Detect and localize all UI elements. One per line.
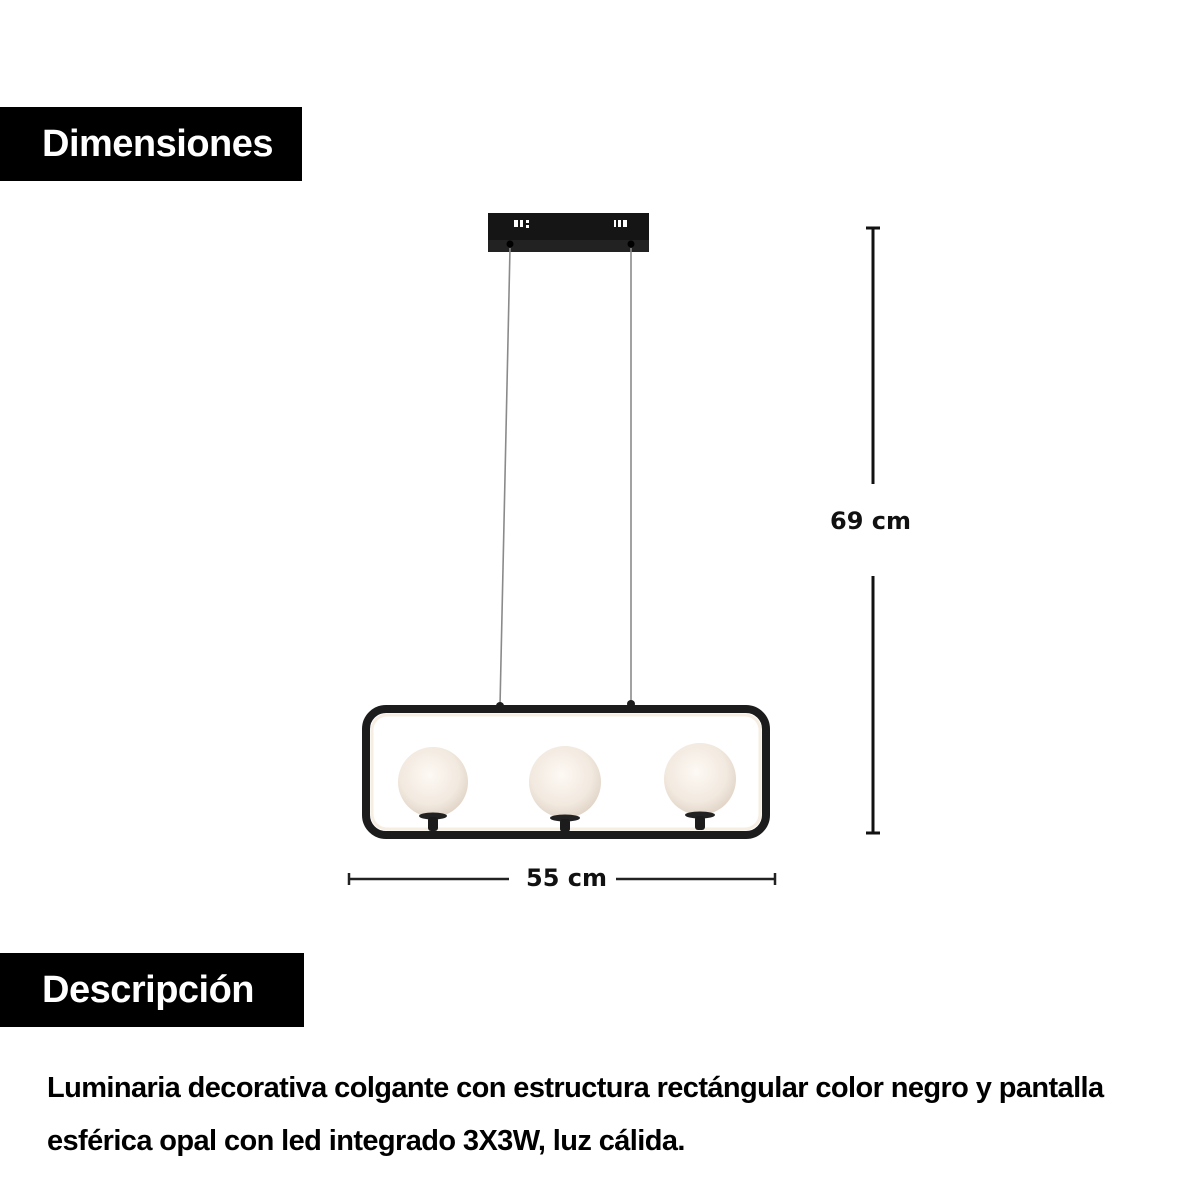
- width-dimension-label: 55 cm: [526, 864, 607, 892]
- globe-lamps: [398, 743, 736, 832]
- product-description: Luminaria decorativa colgante con estruc…: [47, 1072, 1104, 1157]
- globe-lamp: [664, 743, 736, 830]
- description-heading: Descripción: [0, 953, 304, 1027]
- width-dimension-line: [347, 873, 777, 885]
- height-dimension-label: 69 cm: [830, 507, 911, 535]
- dimensions-heading-text: Dimensiones: [42, 122, 274, 165]
- height-dimension-line: [866, 226, 880, 835]
- globe-lamp: [398, 747, 468, 831]
- suspension-cables: [499, 247, 632, 707]
- description-heading-text: Descripción: [42, 968, 255, 1011]
- globe-lamp: [529, 746, 601, 832]
- dimensions-heading: Dimensiones: [0, 107, 302, 181]
- ceiling-canopy: [488, 213, 649, 252]
